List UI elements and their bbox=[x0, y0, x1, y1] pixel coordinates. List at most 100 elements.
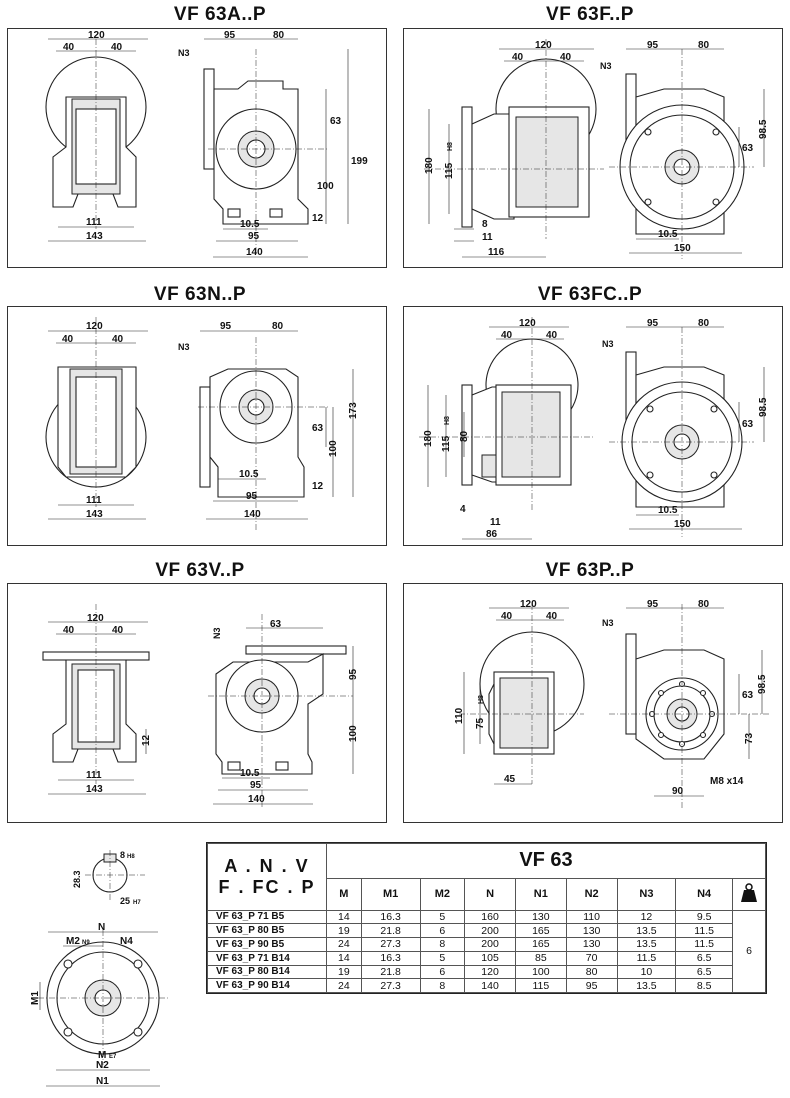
dim-120: 120 bbox=[520, 599, 537, 610]
dim-8: 8 bbox=[120, 850, 125, 860]
dim-40-right: 40 bbox=[546, 330, 558, 341]
dim-180: 180 bbox=[424, 157, 435, 174]
dim-12: 12 bbox=[141, 734, 152, 746]
title-vf63p: VF 63P..P bbox=[545, 560, 635, 581]
dim-63: 63 bbox=[270, 619, 282, 630]
dim-40-left: 40 bbox=[63, 42, 75, 53]
dim-12: 12 bbox=[312, 213, 324, 224]
dim-95: 95 bbox=[647, 40, 659, 51]
dim-140: 140 bbox=[246, 247, 263, 258]
dim-n3: N3 bbox=[178, 342, 190, 352]
dim-h8: H8 bbox=[447, 142, 454, 151]
dim-8: 8 bbox=[482, 219, 488, 230]
cell-m1: 16.3 bbox=[360, 909, 421, 925]
row-label: VF 63_P 90 B14 bbox=[207, 978, 327, 993]
dim-12: 12 bbox=[312, 481, 324, 492]
dim-n4: N4 bbox=[120, 936, 133, 947]
dim-100: 100 bbox=[328, 440, 339, 457]
header-variant-2: F . FC . P bbox=[218, 876, 316, 897]
cell-n4: 6.5 bbox=[675, 950, 733, 966]
dim-115: 115 bbox=[444, 162, 455, 179]
row-label: VF 63_P 71 B14 bbox=[207, 950, 327, 966]
dim-11: 11 bbox=[490, 517, 501, 528]
dim-120: 120 bbox=[535, 40, 552, 51]
col-header-m: M bbox=[326, 877, 362, 911]
cell-n1: 165 bbox=[514, 937, 567, 952]
dim-40-left: 40 bbox=[62, 334, 74, 345]
dim-10-5: 10.5 bbox=[658, 505, 678, 516]
panel-vf63n: 120 40 40 111 143 N3 95 80 63 173 100 12… bbox=[7, 306, 387, 546]
panel-vf63f: 120 40 40 180 115 H8 8 11 116 N3 95 80 6… bbox=[403, 28, 783, 268]
col-header-m1: M1 bbox=[360, 877, 421, 911]
cell-n1: 100 bbox=[514, 964, 567, 980]
cell-m: 24 bbox=[326, 937, 362, 952]
drawing-vf63v: 120 40 40 12 111 143 N3 63 95 100 10.5 9… bbox=[42, 604, 359, 809]
col-header-n2: N2 bbox=[565, 877, 618, 911]
cell-m: 19 bbox=[326, 964, 362, 980]
dim-120: 120 bbox=[519, 318, 536, 329]
title-vf63n: VF 63N..P bbox=[153, 284, 247, 305]
weight-value: 6 bbox=[732, 909, 766, 994]
dim-95: 95 bbox=[348, 668, 359, 680]
dim-n3: N3 bbox=[178, 48, 190, 58]
cell-n2: 95 bbox=[565, 978, 618, 993]
cell-n3: 10 bbox=[616, 964, 677, 980]
dim-40-left: 40 bbox=[501, 611, 513, 622]
dim-140: 140 bbox=[244, 509, 261, 520]
dim-95: 95 bbox=[647, 599, 659, 610]
panel-vf63v: 120 40 40 12 111 143 N3 63 95 100 10.5 9… bbox=[7, 583, 387, 823]
cell-n4: 11.5 bbox=[675, 937, 733, 952]
cell-n4: 9.5 bbox=[675, 909, 733, 925]
dim-80: 80 bbox=[698, 40, 710, 51]
weight-icon: kg bbox=[732, 877, 766, 911]
dim-116: 116 bbox=[488, 247, 505, 258]
dim-h8: H8 bbox=[478, 695, 485, 704]
dim-140: 140 bbox=[248, 794, 265, 805]
dim-86: 86 bbox=[486, 529, 498, 540]
dim-e7: E7 bbox=[109, 1054, 117, 1060]
dim-10-5: 10.5 bbox=[658, 229, 678, 240]
dim-10-5: 10.5 bbox=[240, 768, 260, 779]
dim-28-3: 28.3 bbox=[72, 870, 82, 888]
drawing-vf63n: 120 40 40 111 143 N3 95 80 63 173 100 12… bbox=[45, 317, 359, 532]
dim-63: 63 bbox=[742, 690, 754, 701]
dim-143: 143 bbox=[86, 784, 103, 795]
cell-n4: 11.5 bbox=[675, 923, 733, 939]
cell-m2: 5 bbox=[419, 909, 466, 925]
dim-h7: H7 bbox=[133, 900, 141, 906]
cell-m2: 6 bbox=[419, 923, 466, 939]
cell-n3: 13.5 bbox=[616, 978, 677, 993]
col-header-n1: N1 bbox=[514, 877, 567, 911]
dim-95-bottom: 95 bbox=[248, 231, 260, 242]
dim-110: 110 bbox=[454, 707, 465, 724]
dim-80: 80 bbox=[698, 318, 710, 329]
dim-95-bottom: 95 bbox=[250, 780, 262, 791]
dim-63: 63 bbox=[312, 423, 324, 434]
row-label: VF 63_P 80 B14 bbox=[207, 964, 327, 980]
dim-40-right: 40 bbox=[112, 334, 124, 345]
cell-n1: 115 bbox=[514, 978, 567, 993]
dim-40-left: 40 bbox=[501, 330, 513, 341]
dim-25: 25 bbox=[120, 896, 130, 906]
dim-98-5: 98.5 bbox=[758, 397, 769, 417]
dim-120: 120 bbox=[87, 613, 104, 624]
cell-n3: 13.5 bbox=[616, 937, 677, 952]
cell-m: 24 bbox=[326, 978, 362, 993]
dim-63: 63 bbox=[742, 143, 754, 154]
cell-m1: 27.3 bbox=[360, 978, 421, 993]
dim-63: 63 bbox=[742, 419, 754, 430]
dim-40-left: 40 bbox=[63, 625, 75, 636]
cell-m: 14 bbox=[326, 950, 362, 966]
dim-180: 180 bbox=[423, 430, 434, 447]
dim-120: 120 bbox=[88, 30, 105, 41]
row-label: VF 63_P 71 B5 bbox=[207, 909, 327, 925]
dim-h8: H8 bbox=[444, 416, 451, 425]
dim-11: 11 bbox=[482, 232, 493, 243]
cell-n3: 11.5 bbox=[616, 950, 677, 966]
title-vf63f: VF 63F..P bbox=[546, 4, 634, 25]
dim-40-right: 40 bbox=[111, 42, 123, 53]
dim-80: 80 bbox=[273, 30, 285, 41]
dim-100: 100 bbox=[348, 725, 359, 742]
